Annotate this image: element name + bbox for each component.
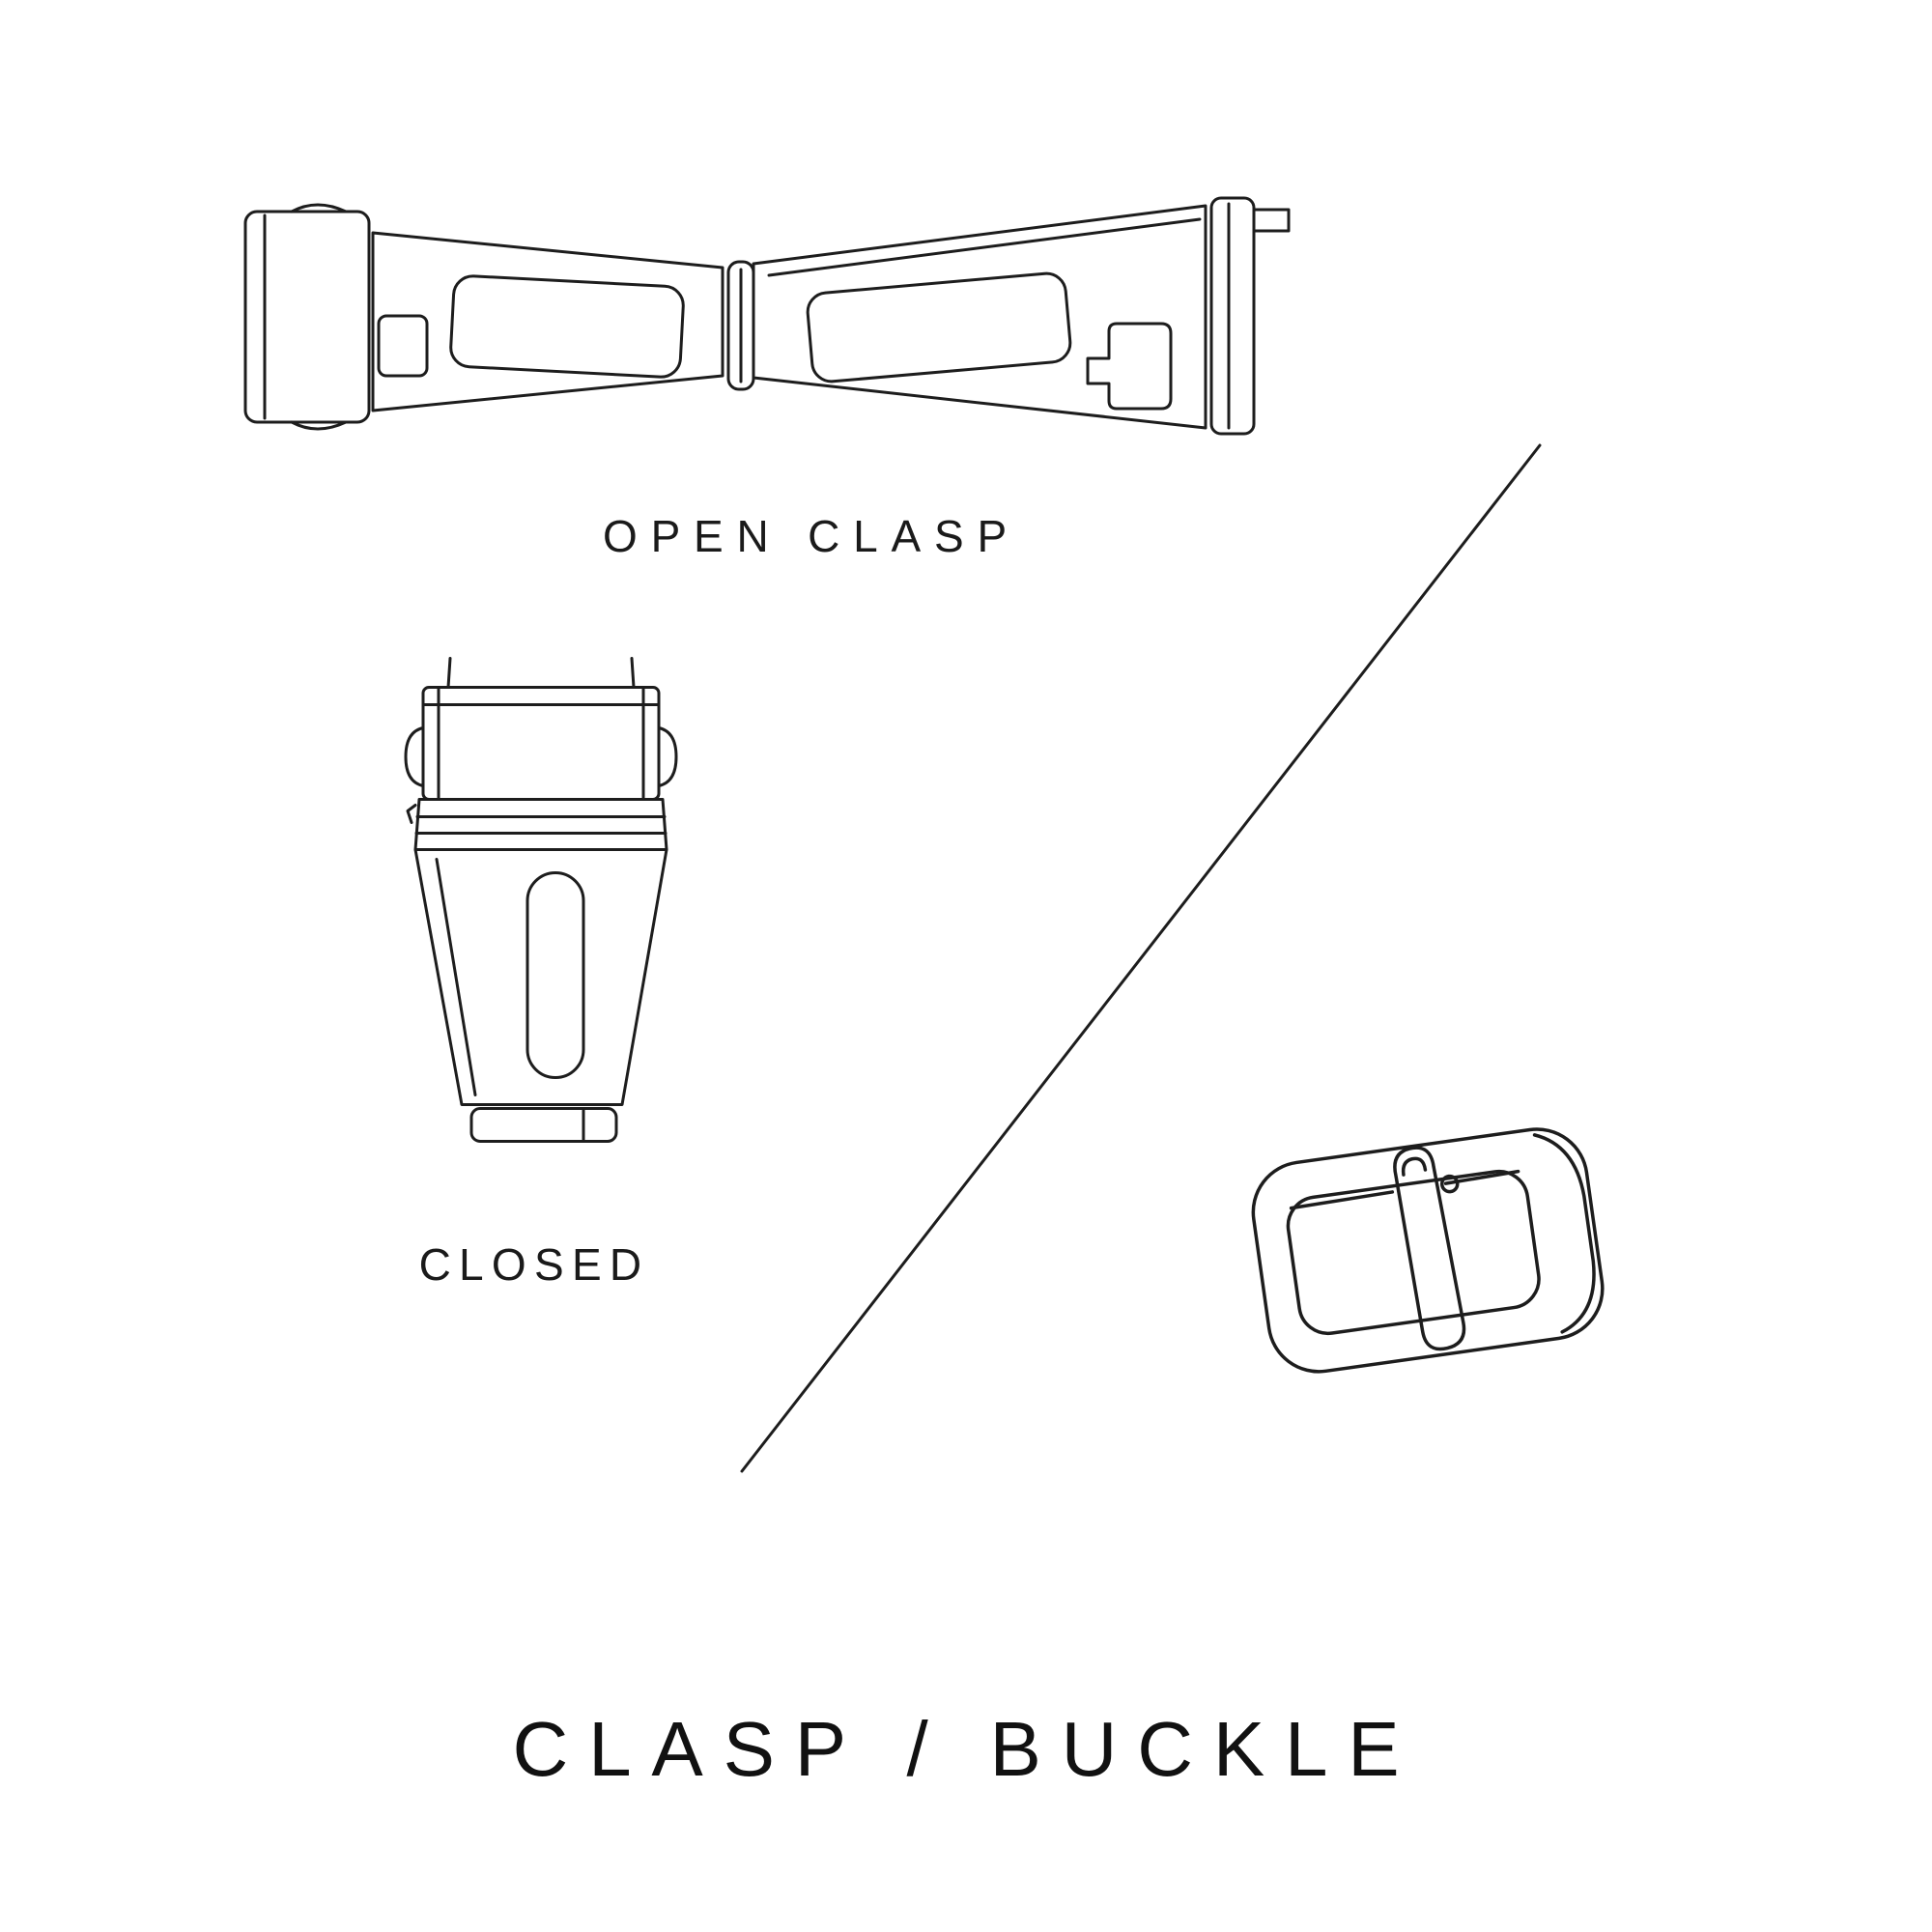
closed-clasp-label: CLOSED — [418, 1239, 650, 1290]
clasp-left-end-link — [243, 203, 371, 431]
page-title: CLASP / BUCKLE — [512, 1706, 1420, 1792]
clasp-hinge — [726, 260, 755, 391]
pin-buckle-drawing — [1251, 1127, 1605, 1374]
closed-clasp-bottom-bar — [469, 1107, 618, 1143]
closed-clasp-hinge-bands — [406, 798, 668, 851]
closed-clasp-body — [413, 848, 668, 1106]
clasp-right-end-cap — [1209, 196, 1291, 436]
closed-clasp-drawing — [404, 657, 678, 1143]
pin-buckle-illustration — [1232, 1092, 1637, 1420]
clasp-left-arm — [371, 231, 724, 412]
open-clasp-drawing — [243, 196, 1291, 436]
buckle-tang — [1393, 1146, 1466, 1351]
buckle-pin-bar — [1289, 1169, 1520, 1210]
open-clasp-label: OPEN CLASP — [603, 511, 1020, 561]
closed-clasp-illustration — [386, 649, 696, 1188]
closed-clasp-prongs — [446, 657, 636, 689]
clasp-right-arm — [752, 204, 1208, 430]
buckle-frame — [1251, 1127, 1605, 1374]
open-clasp-illustration — [232, 179, 1304, 478]
closed-clasp-top-block — [404, 686, 678, 801]
